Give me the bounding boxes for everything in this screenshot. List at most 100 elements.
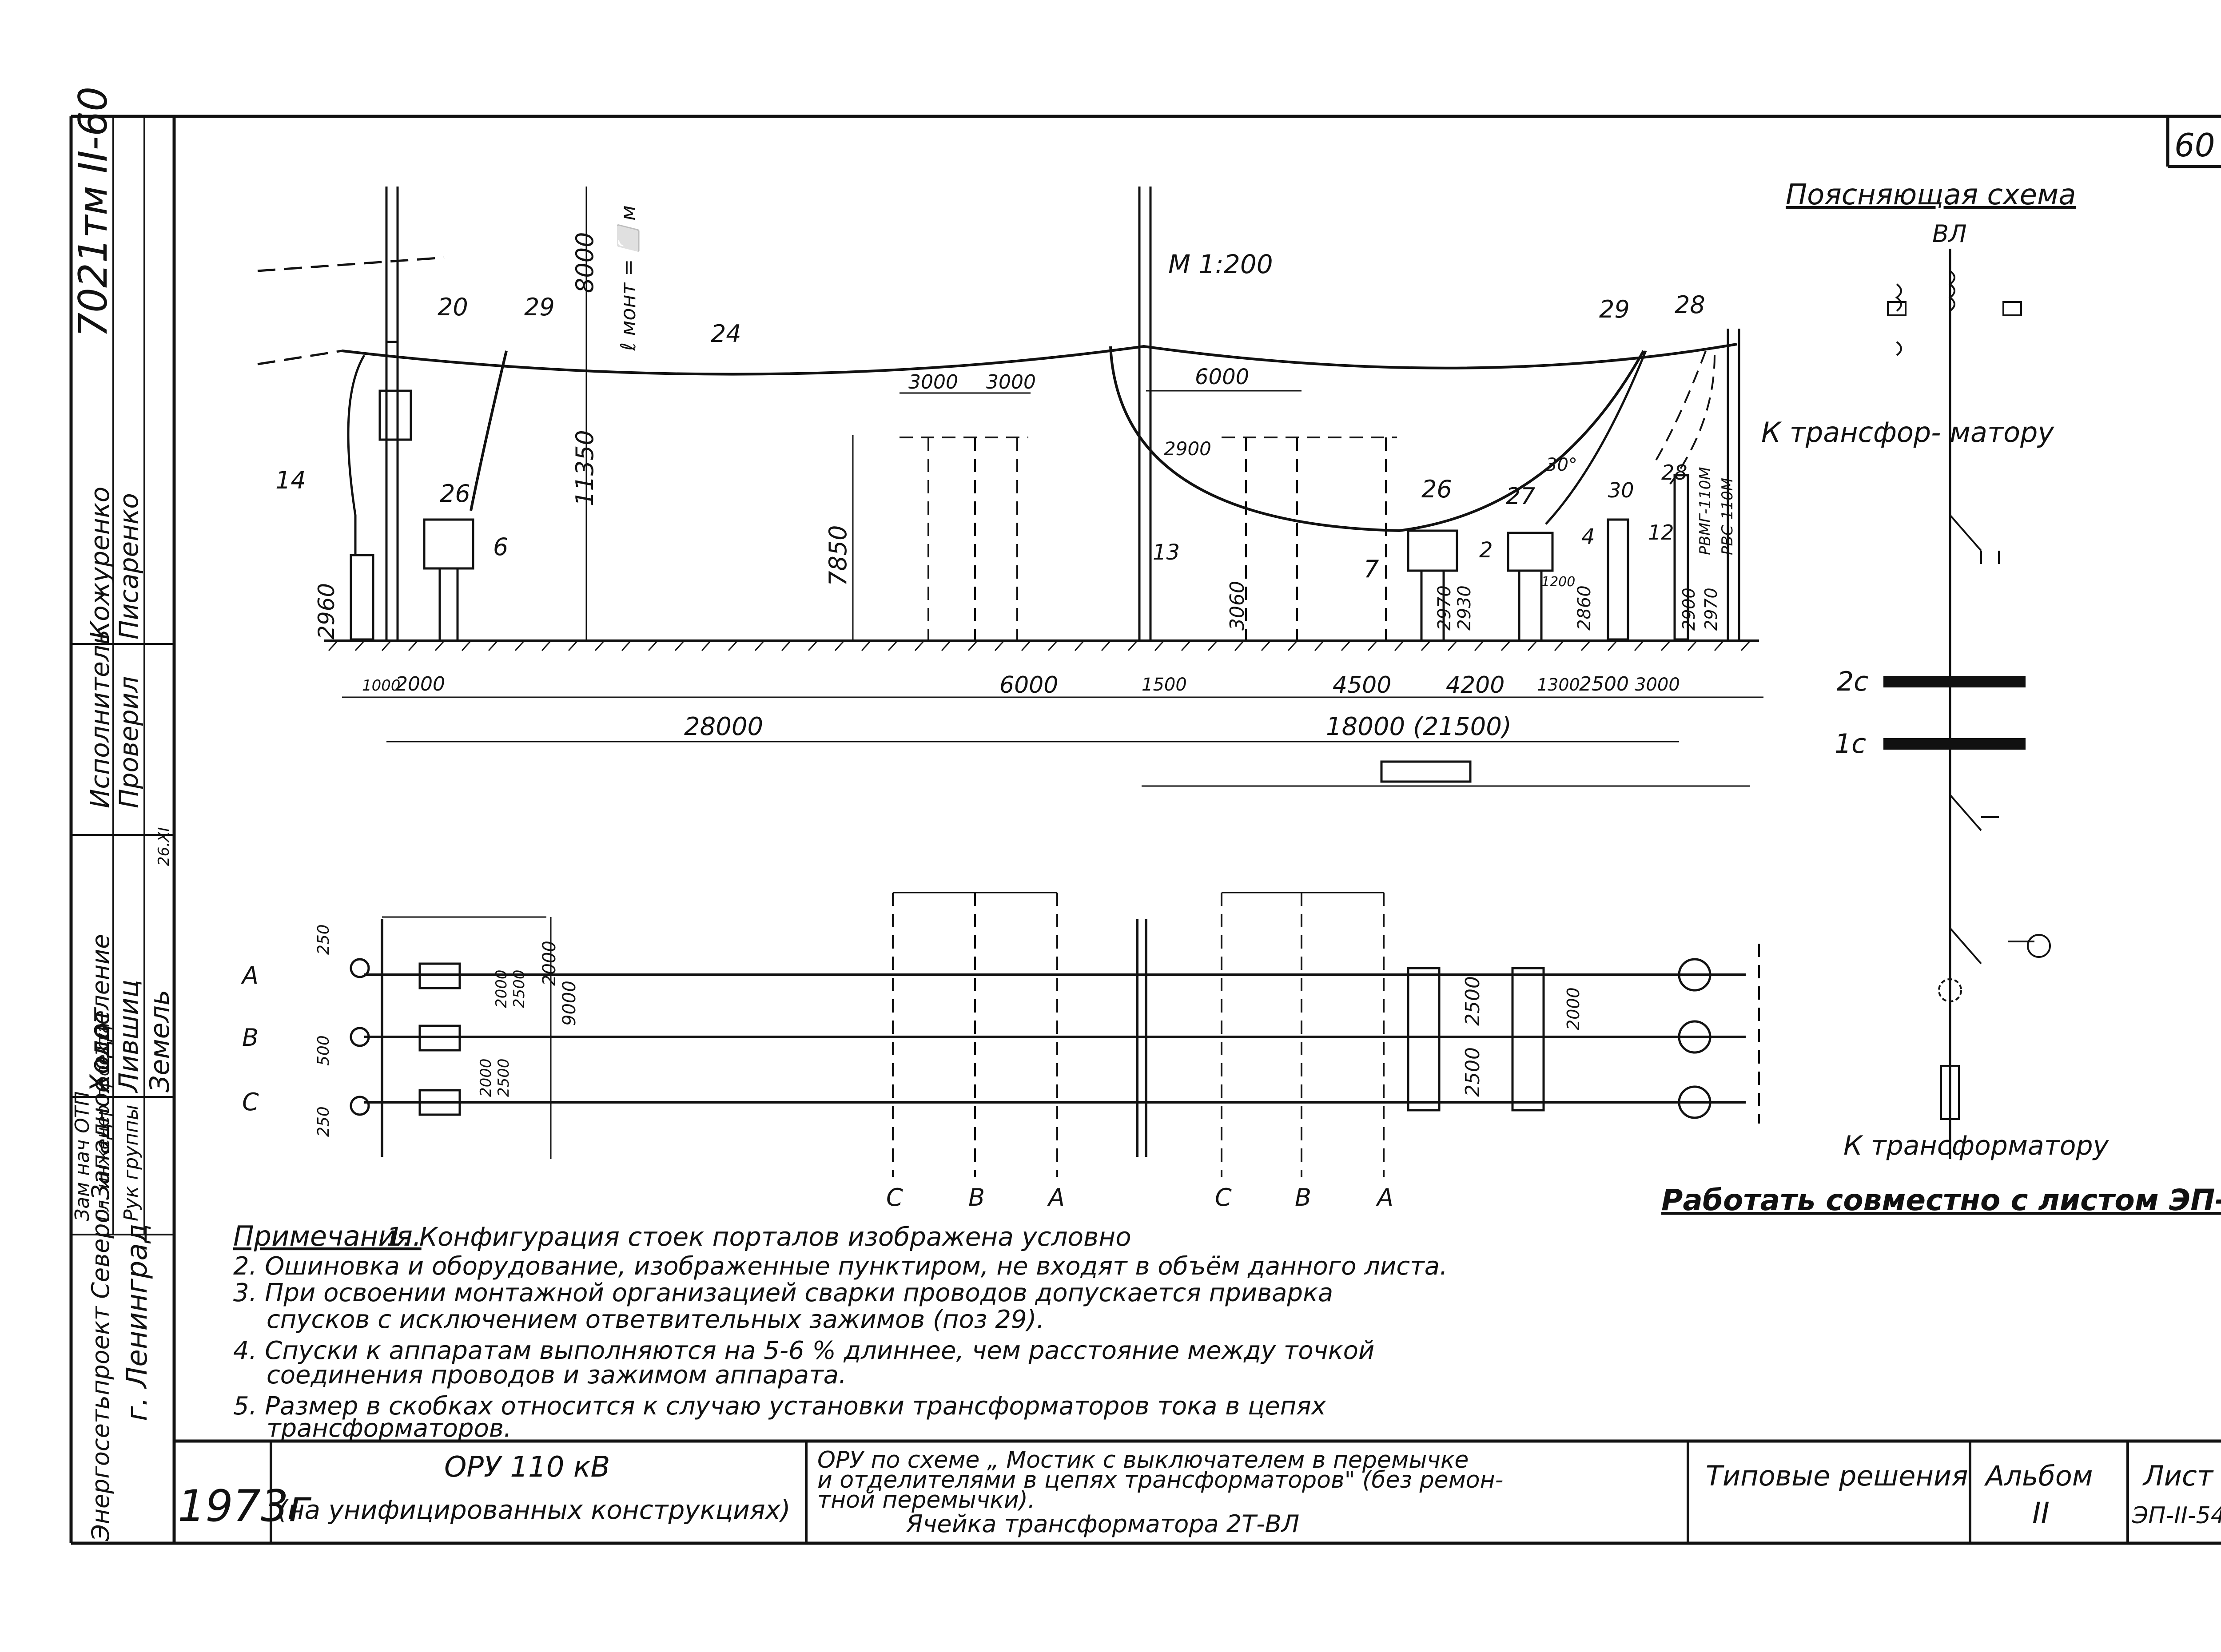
total-right: 18000 (21500) xyxy=(1326,712,1512,741)
pos-26: 26 xyxy=(440,480,470,508)
title-block-grid xyxy=(270,1441,2129,1543)
dim-b-6: 1300 xyxy=(1537,675,1580,695)
plan-dim-3: 2000 xyxy=(493,969,510,1008)
equip-2: РВС-110М xyxy=(1719,478,1736,555)
note-5b: трансформаторов. xyxy=(267,1414,512,1443)
dim-v-3: 2960 xyxy=(314,583,339,639)
stamp-role-5: Рук группы xyxy=(120,1105,143,1222)
desc-3: тной перемычки). xyxy=(817,1487,1035,1513)
pos-27: 27 xyxy=(1506,483,1535,510)
explanatory-scheme: Поясняющая схема ВЛ 2с 1с К трансформато… xyxy=(1786,179,2110,1161)
sheet-frame xyxy=(69,115,2221,1545)
plan-dim-4: 2500 xyxy=(510,969,528,1008)
dim-b-4: 4500 xyxy=(1333,672,1391,699)
plan-view: А В С 250 500 250 2000 2500 9000 2000 25… xyxy=(241,892,1760,1211)
dim-t-0: 3000 xyxy=(908,371,958,393)
pos-28: 28 xyxy=(1661,461,1688,484)
dim-v-0: 8000 xyxy=(571,232,599,293)
dim-v-1: 11350 xyxy=(571,430,599,506)
pos-6: 6 xyxy=(493,533,508,561)
dim-b-0: 1000 xyxy=(362,677,401,695)
plan-dashed-portals xyxy=(892,893,1760,1177)
pos-2: 2 xyxy=(1479,538,1493,563)
stamp-name-3: Ходот xyxy=(84,1007,115,1094)
dim-t-1: 3000 xyxy=(986,371,1036,393)
left-portal xyxy=(385,187,399,641)
plan-dim-11: 2000 xyxy=(1564,987,1583,1030)
plan-portals xyxy=(381,919,1147,1157)
pos-24: 24 xyxy=(711,320,741,348)
plan-dim-8: 2000 xyxy=(539,941,560,986)
dim-v-10: 2970 xyxy=(1701,588,1721,631)
stamp-name-2: Писаренко xyxy=(114,493,144,639)
blank-box xyxy=(1380,760,1472,783)
typical: Типовые решения xyxy=(1706,1460,1968,1492)
work-together: Работать совместно с листом ЭП-II-12 xyxy=(1661,1183,2221,1217)
note-1: 1. Конфигурация стоек порталов изображен… xyxy=(386,1222,1131,1252)
plan-bl-c: С xyxy=(886,1183,903,1211)
page-number: 60 xyxy=(2174,127,2215,164)
stamp-name-1: Кожуренко xyxy=(85,487,115,639)
plan-bl-a: А xyxy=(1047,1183,1065,1211)
plan-bl-b: В xyxy=(968,1183,985,1211)
plan-dim-0: 250 xyxy=(314,924,333,955)
overhead-wire xyxy=(342,343,1737,376)
dim-b-2: 6000 xyxy=(999,672,1058,699)
portal-dashed-1 xyxy=(900,437,1028,641)
desc-4: Ячейка трансформатора 2Т-ВЛ xyxy=(906,1510,1299,1538)
pos-4: 4 xyxy=(1581,524,1595,549)
pos-20: 20 xyxy=(438,293,468,321)
ground-hatch xyxy=(328,640,1751,651)
plan-dim-2: 250 xyxy=(314,1106,333,1137)
pos-12: 12 xyxy=(1648,520,1674,544)
scheme-vl: ВЛ xyxy=(1932,220,1967,248)
angle-label: 30° xyxy=(1546,455,1577,475)
year: 1973г xyxy=(178,1481,311,1532)
plan-dim-5: 9000 xyxy=(559,981,580,1026)
pos-30: 30 xyxy=(1608,478,1634,502)
plan-br-c: С xyxy=(1215,1183,1232,1211)
phase-c: С xyxy=(242,1088,259,1116)
dim-b-5: 4200 xyxy=(1446,672,1505,699)
note-4b: соединения проводов и зажимом аппарата. xyxy=(267,1361,847,1390)
stamp-role-4: Гл. инженер проекта xyxy=(93,1022,113,1221)
stamp-city: г. Ленинград xyxy=(121,1223,154,1421)
pos-26b: 26 xyxy=(1421,475,1452,503)
stamp-role-1: Исполнитель xyxy=(85,630,115,808)
bus-1c-label: 1с xyxy=(1835,728,1866,759)
plan-equipment xyxy=(350,958,1712,1119)
dim-v-5: 2970 xyxy=(1434,585,1455,631)
dim-v-4: 3060 xyxy=(1226,581,1249,631)
dim-b-1: 2000 xyxy=(395,673,445,695)
dim-t-2: 6000 xyxy=(1195,365,1249,389)
incoming-line xyxy=(257,256,445,365)
stamp-role-3: Зам нач ОТП xyxy=(71,1091,94,1221)
side-stamp-grid xyxy=(71,116,174,1235)
droop-dashed xyxy=(1652,350,1716,485)
scheme-title: Поясняющая схема xyxy=(1786,179,2076,211)
note-3: 3. При освоении монтажной организацией с… xyxy=(233,1279,1333,1307)
pos-13: 13 xyxy=(1153,540,1180,565)
phase-wires xyxy=(364,973,1746,1104)
horizontal-dimension-lines xyxy=(342,390,1763,787)
note-4: 4. Спуски к аппаратам выполняются на 5-6… xyxy=(233,1336,1374,1365)
desc-2: и отделителями в цепях трансформаторов" … xyxy=(817,1467,1503,1493)
pos-7: 7 xyxy=(1364,555,1379,583)
note-3b: спусков с исключением ответвительных заж… xyxy=(267,1305,1044,1334)
sheet-number: ЭП-II-54 xyxy=(2132,1502,2221,1529)
dim-b-3: 1500 xyxy=(1142,675,1187,695)
dim-v-9: 2900 xyxy=(1679,588,1699,631)
dim-b-8: 3000 xyxy=(1635,675,1680,695)
desc-1: ОРУ по схеме „ Мостик с выключателем в п… xyxy=(817,1447,1469,1473)
plan-dim-10: 2500 xyxy=(1461,1047,1484,1097)
scheme-to-transformer: К трансформатору xyxy=(1843,1130,2110,1161)
stamp-date: 26.XI xyxy=(155,827,173,866)
plan-dim-7: 2500 xyxy=(495,1058,513,1097)
sheet-label: Лист xyxy=(2142,1460,2214,1492)
pos-29: 29 xyxy=(524,293,555,321)
dim-b-7: 2500 xyxy=(1579,673,1629,695)
plan-dim-6: 2000 xyxy=(477,1058,495,1097)
portal-dashed-2 xyxy=(1222,437,1397,641)
